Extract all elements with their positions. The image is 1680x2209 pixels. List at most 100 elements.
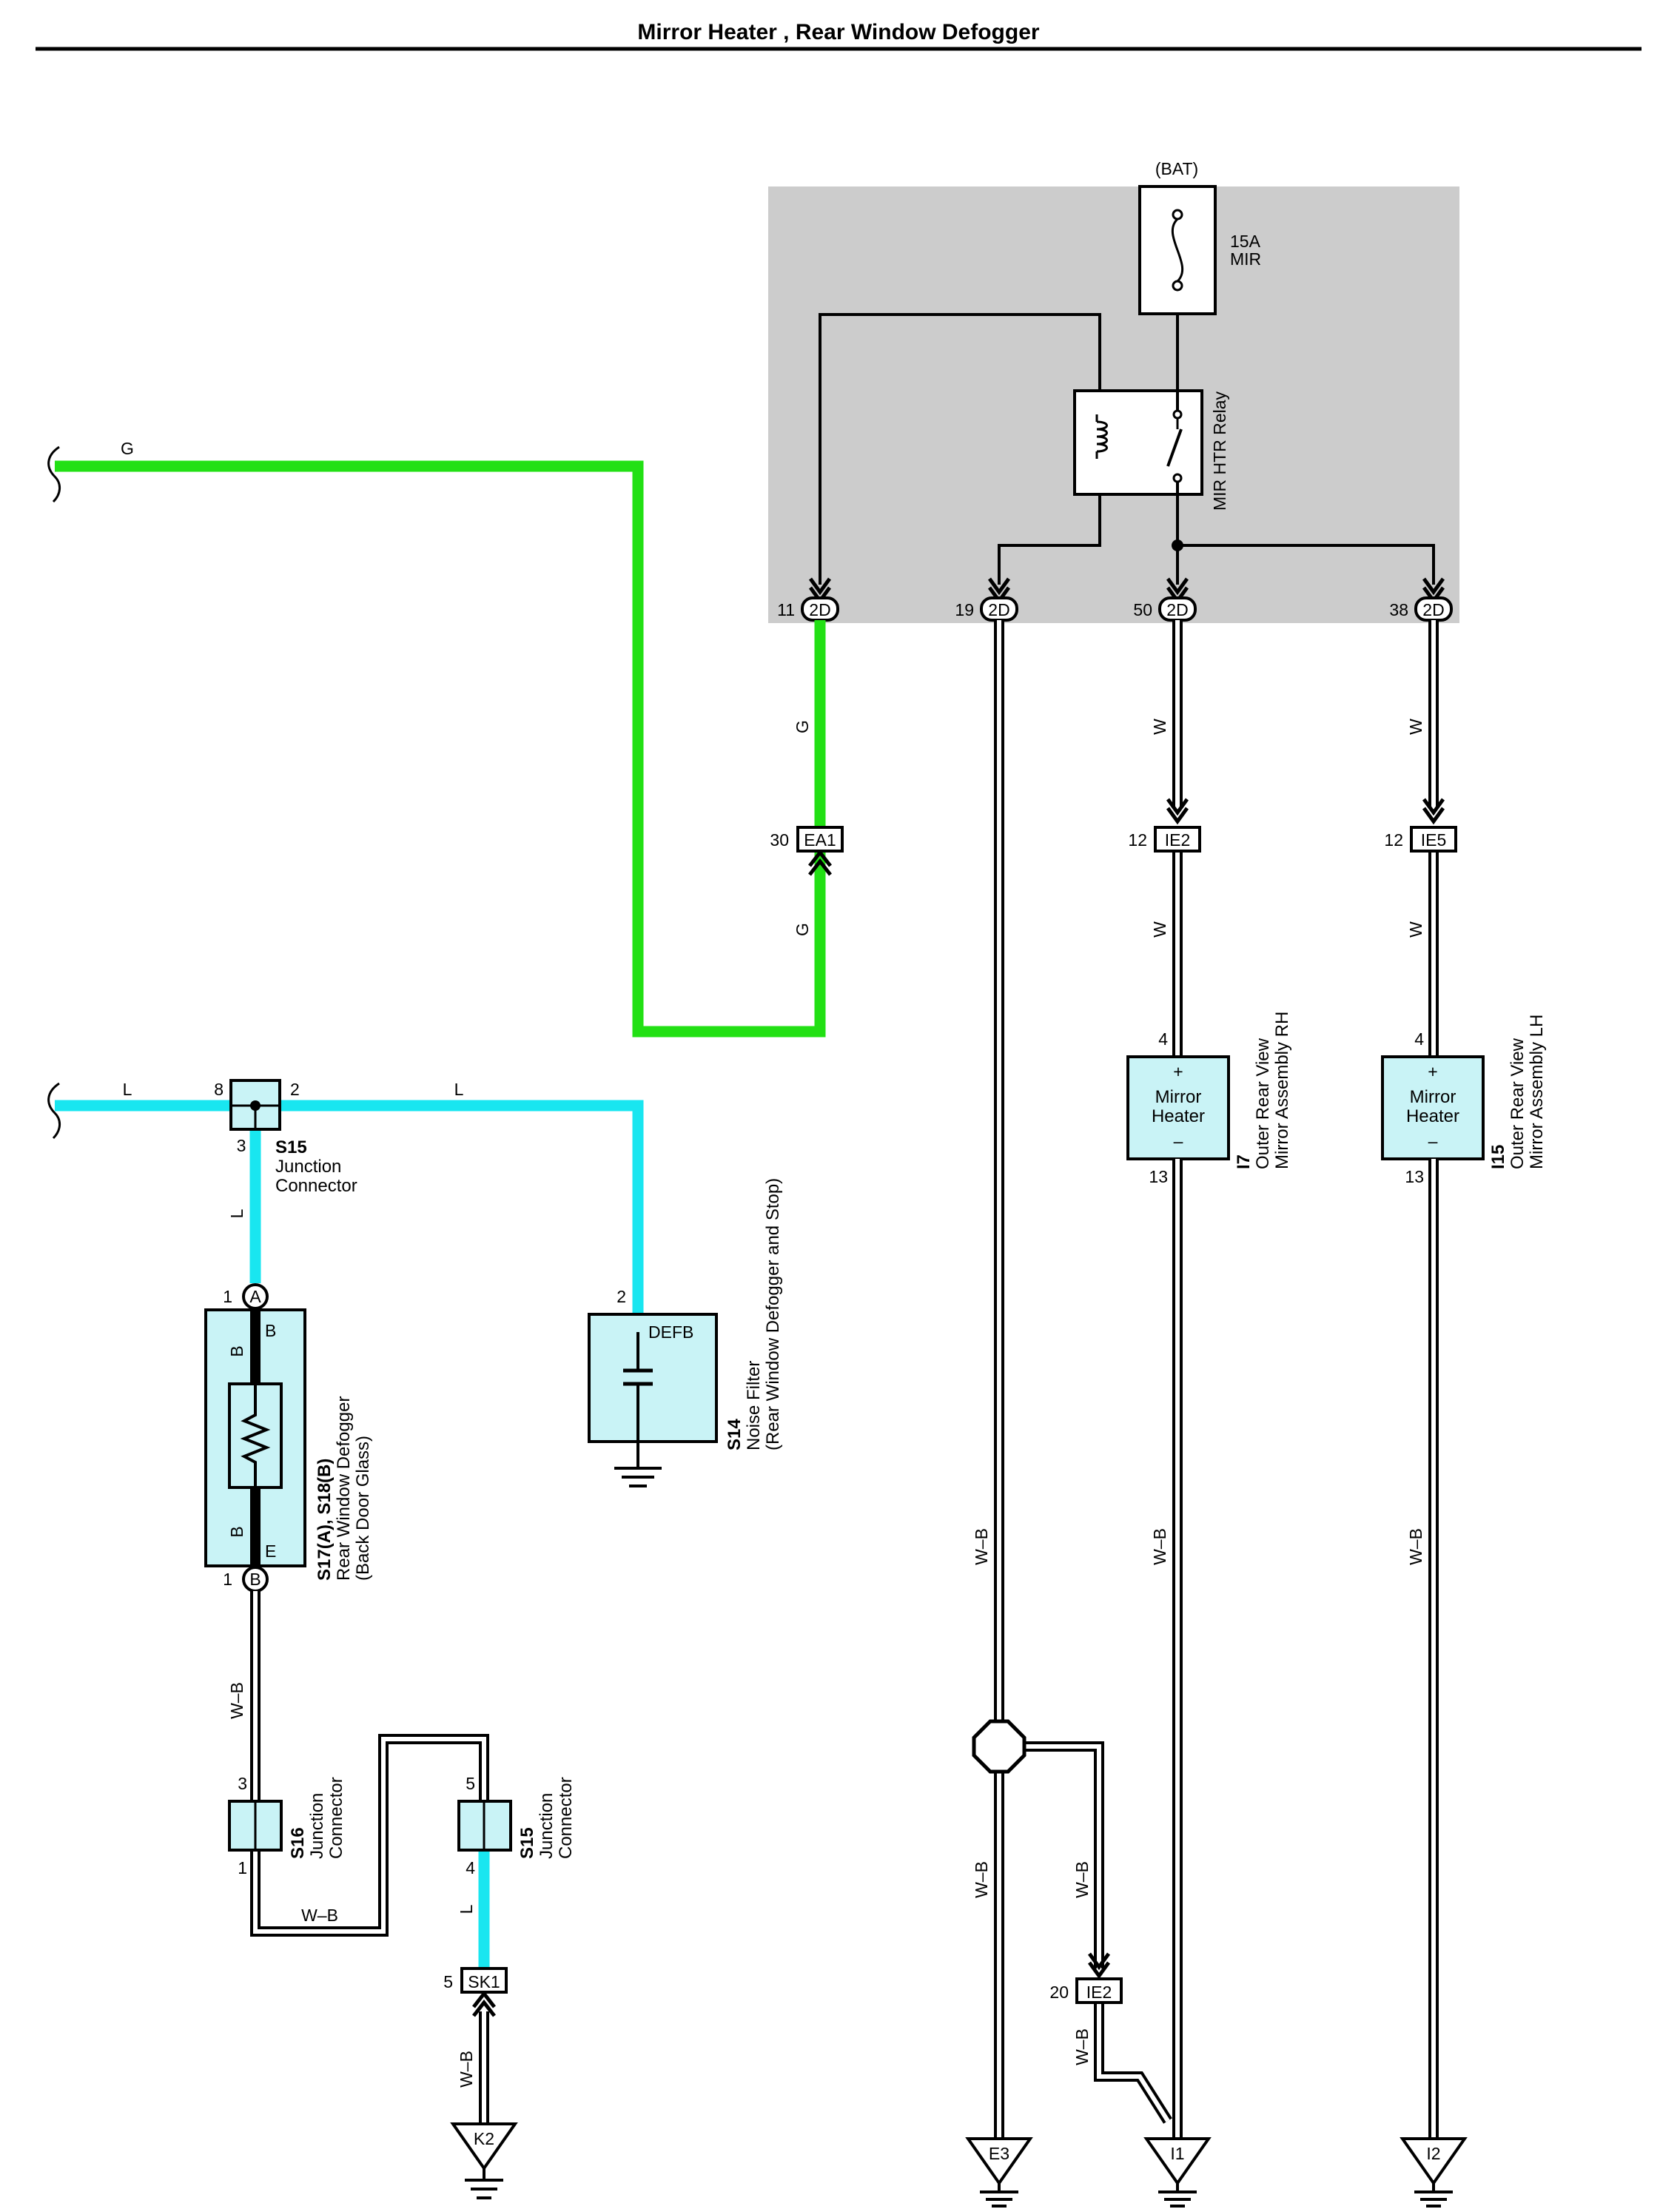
wire-label-wb-branch-upper: W–B: [1072, 1861, 1092, 1898]
rear-window-defogger: [204, 1283, 306, 1593]
s15-top-code: S15: [275, 1137, 307, 1157]
i7-desc1: Outer Rear View: [1253, 1038, 1273, 1169]
wire-label-w-38-upper: W: [1406, 719, 1425, 735]
s17-side-top: B: [265, 1321, 276, 1340]
wire-wb-s16: [250, 1734, 489, 1937]
connector-sk1-pin: 5: [443, 1972, 453, 1991]
connector-ie5-name: IE5: [1421, 830, 1447, 850]
i15-minus: –: [1428, 1132, 1438, 1151]
s14-desc2: (Rear Window Defogger and Stop): [763, 1178, 783, 1450]
relay-pin-19-connector: 2D: [988, 600, 1009, 619]
s14-pin: 2: [616, 1287, 626, 1306]
wire-break-blue: [47, 1082, 61, 1140]
wire-label-green-mid: G: [793, 720, 812, 733]
connector-ie2-top: [1154, 798, 1201, 853]
i7-line1: Mirror: [1155, 1087, 1202, 1107]
ground-k2: [450, 2122, 518, 2199]
junction-s15-top: [229, 1079, 281, 1131]
mir-htr-relay: [1073, 389, 1203, 496]
wire-label-wb-s16: W–B: [301, 1906, 338, 1925]
wire-label-wb-i1: W–B: [1150, 1528, 1169, 1565]
wire-label-blue-low: L: [457, 1904, 476, 1914]
wire-label-wb-s17: W–B: [227, 1682, 246, 1719]
s15-top-pin-right: 2: [290, 1080, 300, 1099]
fuse-rating: 15A: [1230, 232, 1261, 251]
i7-line2: Heater: [1152, 1106, 1205, 1126]
wire-label-wb-branch-lower: W–B: [1072, 2028, 1092, 2065]
s15-top-pin-left: 8: [214, 1080, 224, 1099]
i7-pin-top: 4: [1158, 1029, 1168, 1049]
relay-junction-dot: [1172, 539, 1183, 551]
i15-pin-bottom: 13: [1405, 1167, 1424, 1186]
wire-label-wb-splice-bottom: W–B: [972, 1861, 991, 1898]
s16-pin-top: 3: [238, 1774, 247, 1793]
i15-code: I15: [1488, 1145, 1508, 1169]
ground-i1-label: I1: [1170, 2144, 1184, 2163]
s15-low-pin-top: 5: [466, 1774, 475, 1793]
wire-break-green: [47, 446, 61, 503]
page-title: Mirror Heater , Rear Window Defogger: [637, 20, 1039, 44]
wire-label-w-50-upper: W: [1150, 719, 1169, 735]
wire-label-wb-i2: W–B: [1406, 1528, 1425, 1565]
wire-label-blue-left: L: [123, 1080, 132, 1099]
connector-ie5: [1410, 798, 1457, 853]
s15-low-code: S15: [517, 1827, 537, 1859]
s15-top-pin-bottom: 3: [237, 1136, 246, 1155]
wire-label-blue-right: L: [454, 1080, 464, 1099]
s15-low-desc1: Junction: [537, 1793, 557, 1859]
relay-pin-11-connector: 2D: [809, 600, 830, 619]
relay-name: MIR HTR Relay: [1210, 391, 1229, 511]
connector-ie2-top-pin: 12: [1128, 830, 1147, 850]
ground-i1: [1143, 2137, 1212, 2208]
s14-desc1: Noise Filter: [744, 1361, 764, 1450]
s15-top-desc2: Connector: [275, 1176, 357, 1196]
s17-tag-top: A: [249, 1287, 261, 1306]
wire-label-green-low: G: [793, 923, 812, 936]
i15-desc2: Mirror Assembly LH: [1527, 1015, 1547, 1169]
mirror-heater-lh: [1381, 1055, 1485, 1160]
relay-pin-50-number: 50: [1133, 600, 1152, 619]
noise-filter-s14: [588, 1313, 718, 1487]
i15-desc1: Outer Rear View: [1508, 1038, 1528, 1169]
wire-label-w-38-lower: W: [1406, 921, 1425, 938]
wire-label-green-top: G: [121, 439, 134, 458]
connector-ie5-pin: 12: [1384, 830, 1403, 850]
fuse-name: MIR: [1230, 249, 1261, 269]
s17-pin-bottom: 1: [223, 1570, 232, 1589]
s16-desc2: Connector: [326, 1777, 346, 1859]
relay-pin-50-connector: 2D: [1166, 600, 1188, 619]
fuse-mir: [1138, 185, 1217, 315]
wire-label-blue-down: L: [227, 1208, 246, 1218]
connector-ie2-bottom-name: IE2: [1086, 1983, 1112, 2002]
ground-e3: [965, 2137, 1033, 2208]
relay-pin-11-number: 11: [777, 600, 795, 619]
wire-blue-right: [280, 1100, 644, 1314]
s17-desc1: Rear Window Defogger: [334, 1396, 354, 1581]
wire-label-wb-19: W–B: [972, 1528, 991, 1565]
i15-pin-top: 4: [1414, 1029, 1424, 1049]
i7-code: I7: [1234, 1154, 1254, 1169]
connector-ie2-top-name: IE2: [1165, 830, 1191, 850]
bat-label: (BAT): [1155, 159, 1198, 178]
s15-low-pin-bottom: 4: [466, 1858, 475, 1877]
wire-green: [55, 460, 826, 1038]
i7-pin-bottom: 13: [1149, 1167, 1168, 1186]
s17-wire-bottom: B: [227, 1526, 246, 1537]
i7-minus: –: [1174, 1132, 1183, 1151]
s15-top-desc1: Junction: [275, 1157, 341, 1177]
wire-label-w-50-lower: W: [1150, 921, 1169, 938]
s17-wire-top: B: [227, 1345, 246, 1356]
wire-wb-19: [994, 620, 1004, 2139]
connector-ea1: [796, 826, 844, 876]
relay-pin-19-number: 19: [955, 600, 974, 619]
relay-pin-38-connector: 2D: [1422, 600, 1444, 619]
i15-plus: +: [1428, 1062, 1437, 1081]
s17-side-bottom: E: [265, 1541, 276, 1561]
relay-internal-wiring: [819, 313, 1435, 585]
i7-plus: +: [1173, 1062, 1183, 1081]
s17-pin-top: 1: [223, 1287, 232, 1306]
ground-i2-label: I2: [1426, 2144, 1440, 2163]
connector-ie2-bottom: [1075, 1952, 1123, 2004]
s16-pin-bottom: 1: [238, 1858, 247, 1877]
